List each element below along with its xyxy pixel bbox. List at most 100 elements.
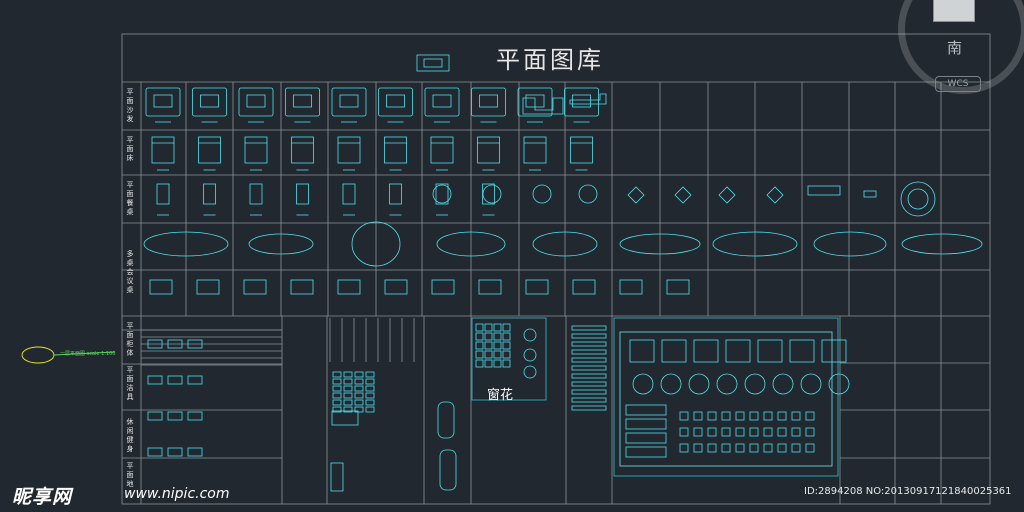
pattern-medallion <box>772 373 794 395</box>
sofa-symbol <box>192 87 227 117</box>
sofa-table <box>479 94 498 108</box>
meeting-table-symbol <box>351 221 401 267</box>
sofa-symbol <box>517 87 553 117</box>
compass-south-label[interactable]: 南 <box>947 39 963 57</box>
pattern-small-tile <box>707 427 717 437</box>
pattern-tile <box>821 339 847 363</box>
row-label-meeting: 多桌会议桌 <box>126 250 134 294</box>
list-symbol <box>571 389 607 395</box>
cabinet-symbol <box>343 385 353 392</box>
sofa-symbol <box>145 87 181 117</box>
pattern-small-tile <box>721 443 731 453</box>
round-table-symbol <box>532 184 552 204</box>
sofa-table <box>572 94 591 108</box>
pattern-strip <box>625 446 667 458</box>
grid-outer-frame <box>121 33 991 505</box>
bed-symbol <box>244 136 268 164</box>
pattern-medallion <box>716 373 738 395</box>
pattern-small-tile <box>735 443 745 453</box>
window-flower-tile <box>493 350 502 359</box>
pattern-small-tile <box>679 411 689 421</box>
row-label-sanitary: 平面洁具 <box>126 366 134 401</box>
window-flower-rosette <box>523 348 537 362</box>
window-flower-frame <box>471 317 547 401</box>
pattern-small-tile <box>763 443 773 453</box>
row-label-floor: 平面地 <box>126 462 134 488</box>
pattern-small-tile <box>679 427 689 437</box>
drawing-extras <box>21 346 116 364</box>
square-table-symbol <box>766 186 784 204</box>
cabinet-symbol <box>354 385 364 392</box>
window-flower-tile <box>484 323 493 332</box>
sofa-symbol <box>564 87 599 117</box>
window-flower-tile <box>484 359 493 368</box>
round-table-symbol <box>432 184 452 204</box>
bed-symbol <box>570 136 593 164</box>
office-desk-symbol <box>572 279 596 295</box>
pattern-small-tile <box>763 411 773 421</box>
meeting-table-symbol <box>143 231 229 257</box>
cabinet-symbol <box>332 399 342 406</box>
fixture-symbol <box>167 411 183 421</box>
pattern-small-tile <box>777 427 787 437</box>
pattern-small-tile <box>707 443 717 453</box>
row-label-cabinet: 平面柜体 <box>126 322 134 357</box>
office-desk-symbol <box>243 279 267 295</box>
viewcube-ring[interactable] <box>898 0 1024 94</box>
door-symbol <box>330 462 344 492</box>
list-symbol <box>571 341 607 347</box>
office-desk-symbol <box>196 279 220 295</box>
sofa-symbol <box>424 87 460 117</box>
window-flower-tile <box>475 350 484 359</box>
large-round-table-symbol <box>900 181 936 217</box>
dining-table-symbol <box>203 183 216 205</box>
pattern-tile <box>661 339 687 363</box>
long-table-symbol <box>807 185 841 196</box>
window-flower-tile <box>502 341 511 350</box>
cabinet-symbol <box>365 371 375 378</box>
fixture-symbol <box>147 411 163 421</box>
pattern-medallion <box>800 373 822 395</box>
square-table-symbol <box>674 186 692 204</box>
sofa-table <box>339 94 359 108</box>
window-flower-tile <box>475 332 484 341</box>
watermark-url: www.nipic.com <box>124 486 230 502</box>
watermark-logo: 昵享网 <box>12 486 73 508</box>
round-table-symbol <box>482 184 502 204</box>
bathtub-symbol <box>331 410 359 426</box>
list-symbol <box>571 381 607 387</box>
window-flower-tile <box>475 341 484 350</box>
office-desk-symbol <box>525 279 549 295</box>
sofa-symbol <box>378 87 413 117</box>
pattern-small-tile <box>749 411 759 421</box>
wcs-button[interactable]: WCS <box>935 76 981 92</box>
meeting-table-symbol <box>712 231 798 257</box>
row-label-dining: 平面餐桌 <box>126 181 134 216</box>
list-symbol <box>571 397 607 403</box>
dining-table-symbol <box>156 183 170 205</box>
office-desk-symbol <box>337 279 361 295</box>
list-symbol <box>571 373 607 379</box>
viewcube-face[interactable] <box>933 0 975 22</box>
row-label-bed: 平面床 <box>126 136 134 162</box>
pattern-tile <box>757 339 783 363</box>
fixture-symbol <box>167 375 183 385</box>
fixture-symbol <box>187 411 203 421</box>
office-desk-symbol <box>478 279 502 295</box>
window-flower-tile <box>484 332 493 341</box>
pattern-small-tile <box>735 427 745 437</box>
fixture-symbol <box>167 339 183 349</box>
dining-table-symbol <box>482 183 495 205</box>
pattern-small-tile <box>763 427 773 437</box>
bed-symbol <box>477 136 500 164</box>
pattern-medallion <box>632 373 654 395</box>
sofa-table <box>153 94 173 108</box>
pattern-small-tile <box>749 427 759 437</box>
dining-table-symbol <box>342 183 356 205</box>
pattern-small-tile <box>777 443 787 453</box>
pattern-tile <box>789 339 815 363</box>
pattern-small-tile <box>693 411 703 421</box>
cabinet-symbol <box>354 406 364 413</box>
